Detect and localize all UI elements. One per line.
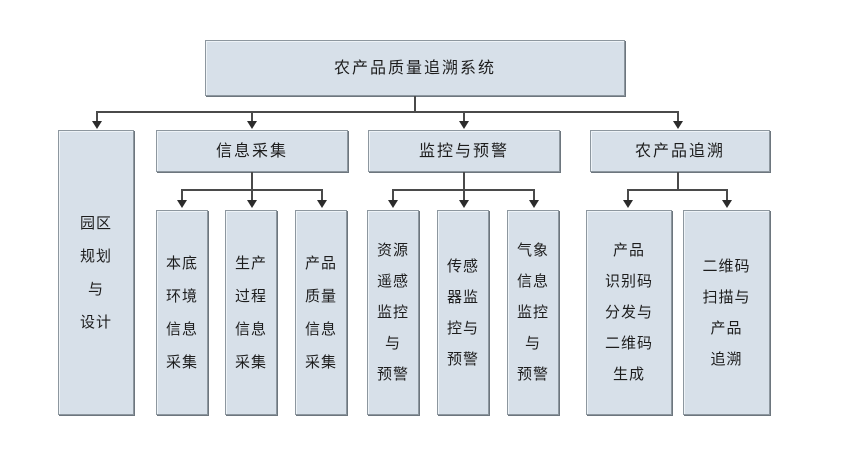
node-monitoring-warning-label: 监控与预警 — [418, 141, 509, 160]
connector-root-trunk — [414, 96, 416, 113]
arrowhead-trace-2 — [722, 200, 732, 208]
connector-main-bus — [96, 111, 677, 113]
node-qr-scan-traceability: 二维码 扫描与 产品 追溯 — [683, 210, 770, 415]
node-traceability: 农产品追溯 — [590, 130, 770, 172]
connector-drop-park — [96, 111, 98, 123]
arrowhead-monitor-1 — [388, 200, 398, 208]
node-production-process-info: 生产 过程 信息 采集 — [225, 210, 277, 415]
arrowhead-monitor-3 — [529, 200, 539, 208]
node-sensor-monitoring: 传感 器监 控与 预警 — [437, 210, 489, 415]
node-park-planning: 园区 规划 与 设计 — [58, 130, 134, 415]
connector-trace-trunk — [677, 172, 679, 190]
node-product-quality-info: 产品 质量 信息 采集 — [295, 210, 347, 415]
connector-info-drop-2 — [251, 189, 253, 202]
node-root: 农产品质量追溯系统 — [205, 40, 625, 96]
arrowhead-info — [247, 121, 257, 129]
arrowhead-info-2 — [247, 200, 257, 208]
node-production-process-info-label: 生产 过程 信息 采集 — [234, 253, 267, 371]
connector-monitor-drop-1 — [392, 189, 394, 202]
node-remote-sensing-monitoring-label: 资源 遥感 监控 与 预警 — [376, 241, 409, 383]
arrowhead-trace — [673, 121, 683, 129]
connector-info-drop-1 — [181, 189, 183, 202]
arrowhead-monitor-2 — [459, 200, 469, 208]
node-weather-monitoring-label: 气象 信息 监控 与 预警 — [516, 241, 549, 383]
node-remote-sensing-monitoring: 资源 遥感 监控 与 预警 — [367, 210, 419, 415]
connector-monitor-drop-3 — [533, 189, 535, 202]
node-product-code-generation: 产品 识别码 分发与 二维码 生成 — [586, 210, 672, 415]
node-root-label: 农产品质量追溯系统 — [333, 58, 496, 77]
node-product-quality-info-label: 产品 质量 信息 采集 — [304, 253, 337, 371]
arrowhead-monitor — [459, 121, 469, 129]
node-weather-monitoring: 气象 信息 监控 与 预警 — [507, 210, 559, 415]
connector-monitor-trunk — [463, 172, 465, 190]
node-product-code-generation-label: 产品 识别码 分发与 二维码 生成 — [604, 241, 653, 383]
connector-drop-info — [251, 111, 253, 123]
connector-trace-drop-2 — [726, 189, 728, 202]
arrowhead-info-1 — [177, 200, 187, 208]
node-info-collection: 信息采集 — [156, 130, 348, 172]
node-info-collection-label: 信息采集 — [215, 141, 288, 160]
arrowhead-info-3 — [317, 200, 327, 208]
connector-trace-bus — [627, 189, 727, 191]
connector-trace-drop-1 — [627, 189, 629, 202]
connector-info-trunk — [251, 172, 253, 190]
node-sensor-monitoring-label: 传感 器监 控与 预警 — [446, 256, 479, 368]
node-baseline-env-info: 本底 环境 信息 采集 — [156, 210, 208, 415]
node-baseline-env-info-label: 本底 环境 信息 采集 — [165, 253, 198, 371]
node-monitoring-warning: 监控与预警 — [368, 130, 560, 172]
connector-monitor-drop-2 — [463, 189, 465, 202]
node-park-planning-label: 园区 规划 与 设计 — [79, 213, 112, 331]
node-traceability-label: 农产品追溯 — [634, 141, 725, 160]
arrowhead-park — [92, 121, 102, 129]
node-qr-scan-traceability-label: 二维码 扫描与 产品 追溯 — [702, 256, 751, 368]
connector-drop-trace — [677, 111, 679, 123]
connector-drop-monitor — [463, 111, 465, 123]
connector-info-drop-3 — [321, 189, 323, 202]
arrowhead-trace-1 — [623, 200, 633, 208]
